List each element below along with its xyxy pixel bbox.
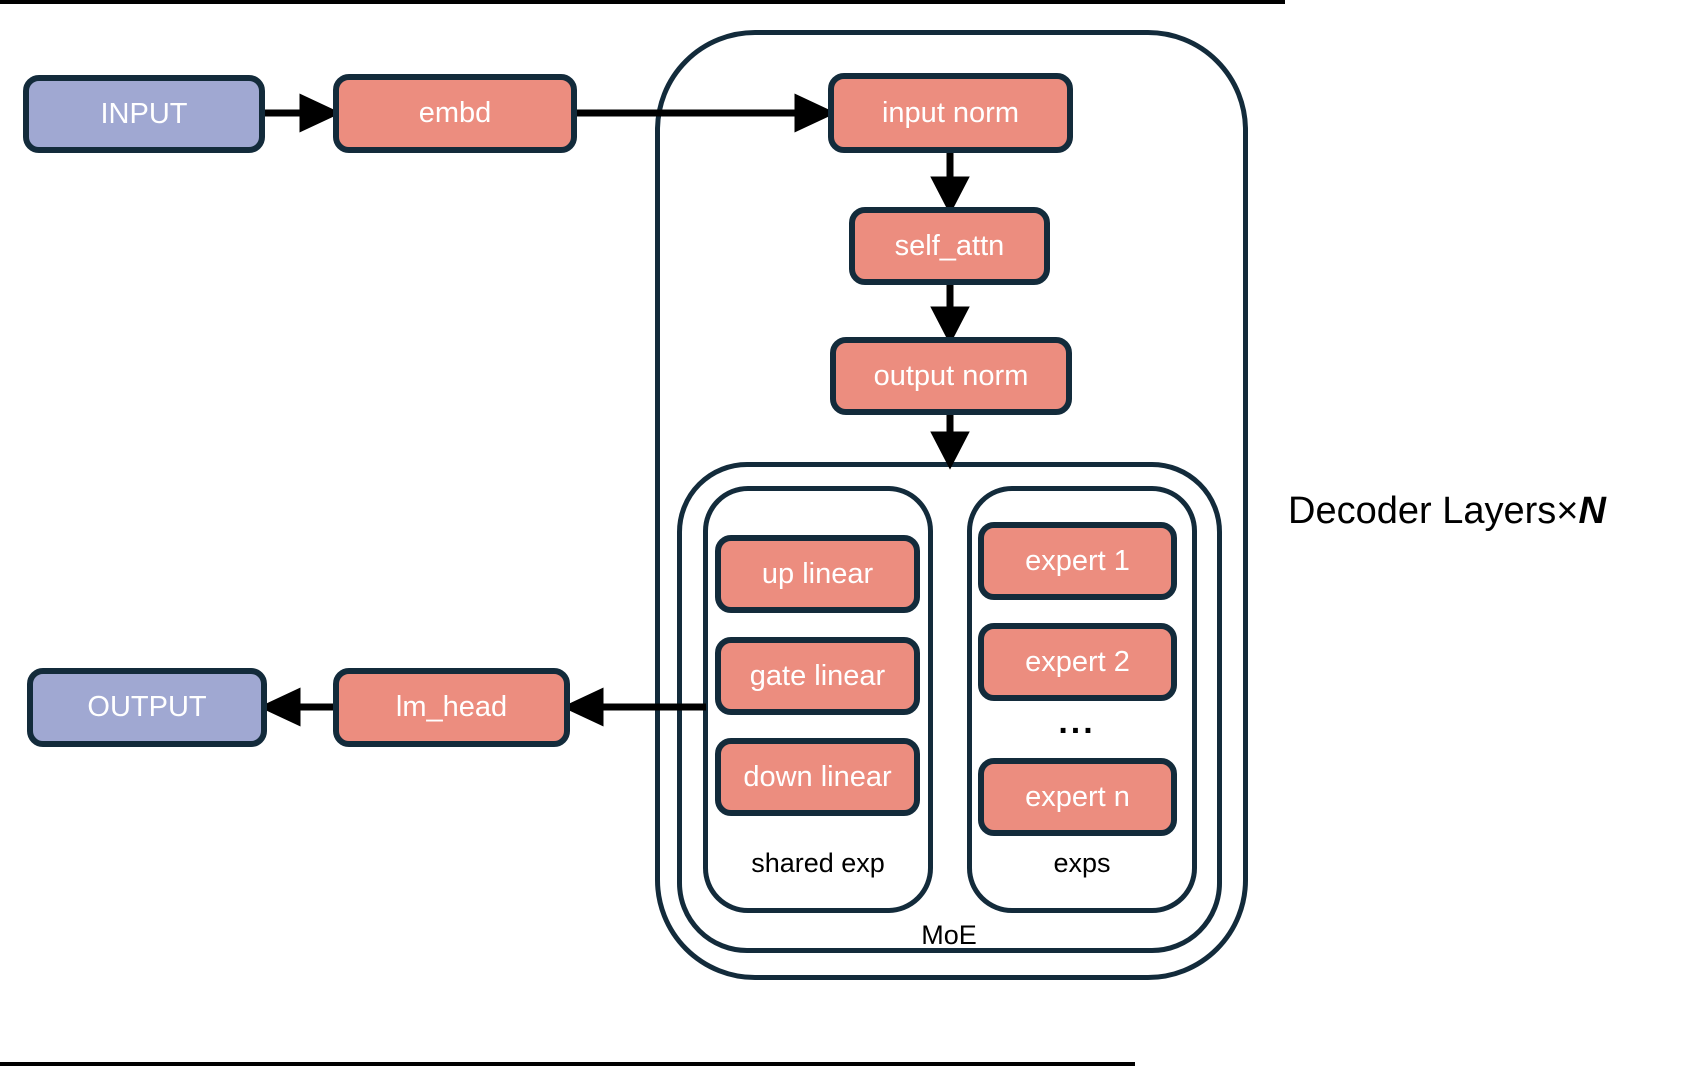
node-self-attn: self_attn [849,207,1050,285]
decoder-layers-label: Decoder Layers×N [1288,490,1606,533]
arrowhead-moe-lmhead [561,687,604,727]
node-lm-head: lm_head [333,668,570,747]
node-down-linear: down linear [715,738,920,816]
experts-container [967,486,1197,913]
node-output: OUTPUT [27,668,267,747]
decoder-layers-n: N [1578,490,1606,532]
decoder-layers-text: Decoder Layers× [1288,490,1579,532]
node-input-norm: input norm [828,73,1073,153]
crop-line-top [0,0,1285,4]
node-expert-n: expert n [978,758,1177,836]
node-gate-linear: gate linear [715,637,920,715]
node-embd: embd [333,74,577,153]
arrowhead-lmhead-output [258,687,301,727]
node-expert-2: expert 2 [978,623,1177,701]
node-input: INPUT [23,75,265,153]
arrowhead-input-embd [299,93,342,133]
moe-label: MoE [921,920,977,950]
decoder-layers-container [655,30,1248,980]
exps-label: exps [1053,848,1111,878]
crop-line-bottom [0,1062,1135,1066]
experts-ellipsis: ... [1058,703,1096,741]
node-up-linear: up linear [715,535,920,613]
shared-exp-container [703,486,933,913]
shared-exp-label: shared exp [751,848,885,878]
node-expert-1: expert 1 [978,522,1177,600]
node-output-norm: output norm [830,337,1072,415]
